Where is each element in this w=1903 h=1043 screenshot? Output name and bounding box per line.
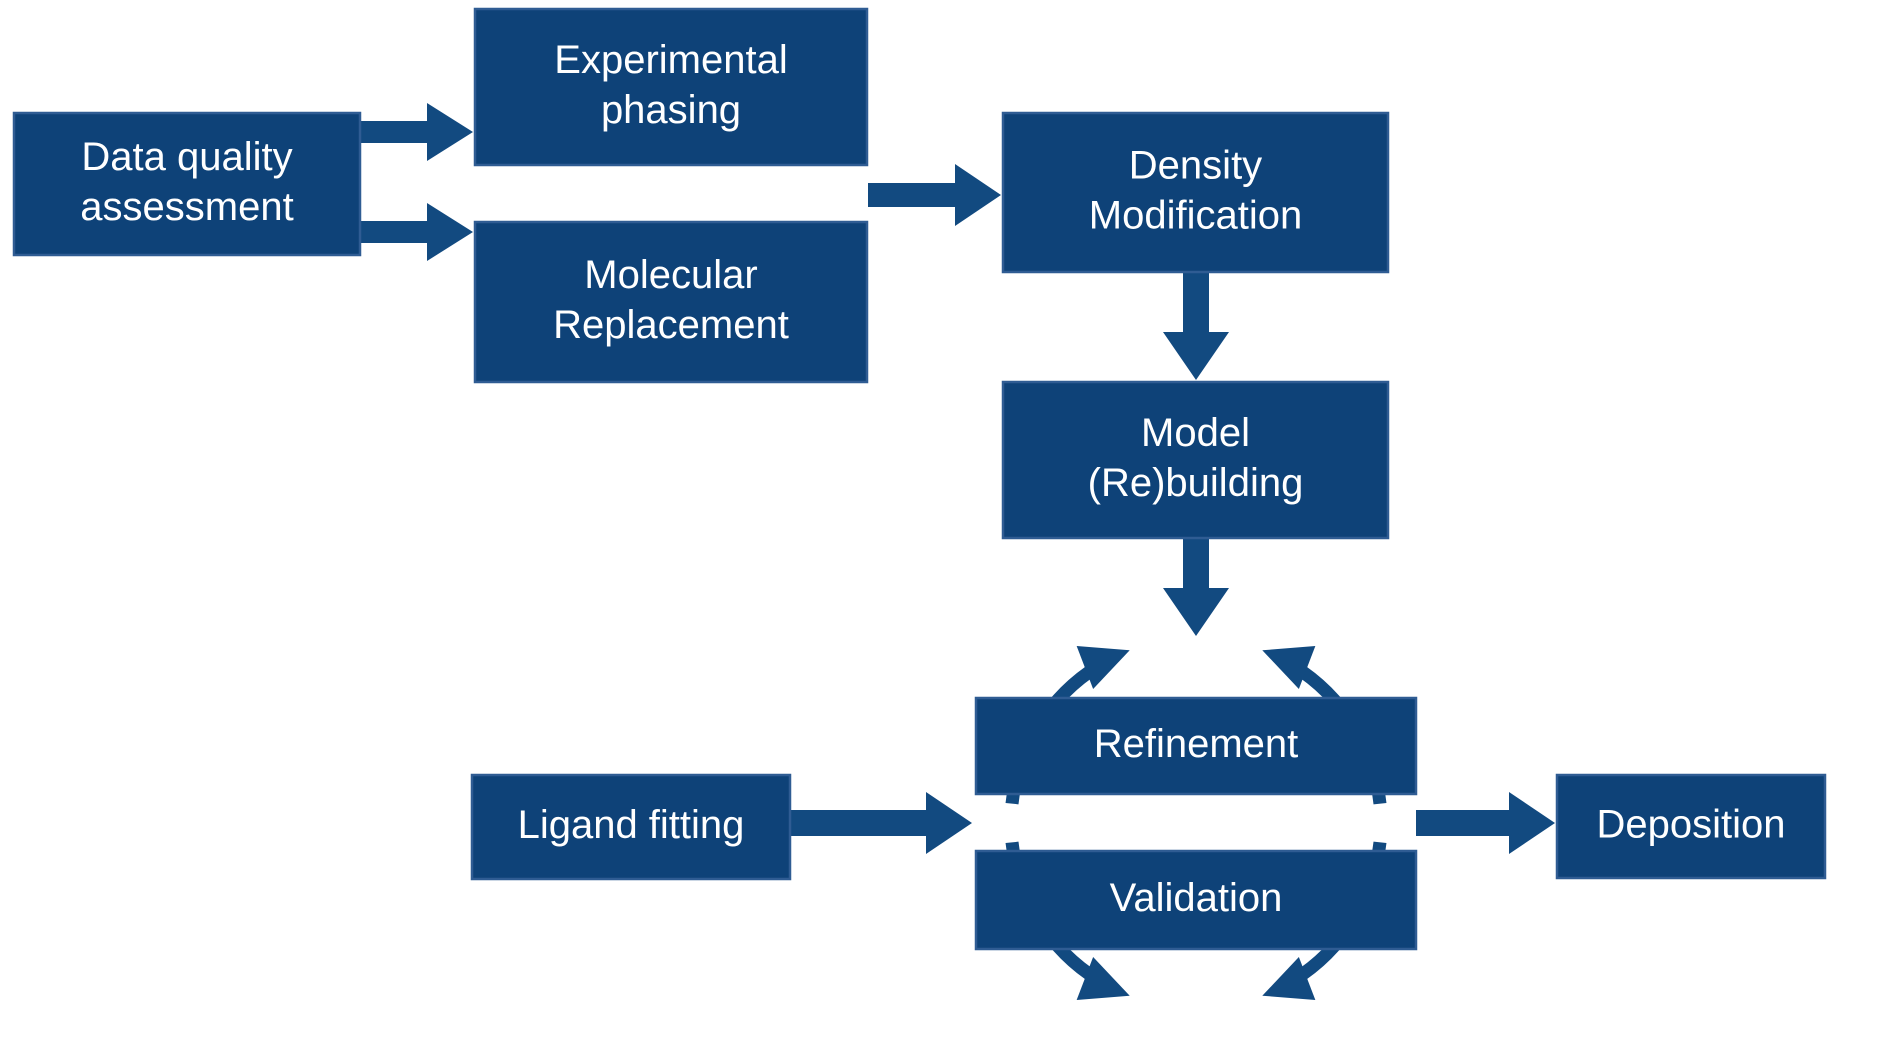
arrow-density-modification-to-model-rebuilding [1163,272,1229,380]
node-deposition-label: Deposition [1596,802,1785,846]
node-validation-box[interactable] [974,849,1418,951]
arrow-dqa-to-experimental-phasing-shape [303,103,473,161]
arrow-dqa-to-experimental-phasing [303,103,473,161]
node-validation-label: Validation [1110,876,1283,920]
node-model-rebuilding[interactable]: Model(Re)building [1001,380,1390,540]
node-refinement-box[interactable] [974,696,1418,796]
node-refinement-label: Refinement [1094,722,1299,766]
node-deposition[interactable]: Deposition [1555,773,1827,880]
arrow-phasing-to-density-modification [868,164,1001,226]
node-ligand-fitting[interactable]: Ligand fitting [470,773,792,881]
node-model-rebuilding-box[interactable] [1001,380,1390,540]
arrow-model-rebuilding-to-cycle [1163,538,1229,636]
arrows-group [303,103,1555,854]
arrow-model-rebuilding-to-cycle-shape [1163,538,1229,636]
cycle-arc-bottom-left-head [1076,957,1130,1000]
node-density-modification-box[interactable] [1001,111,1390,274]
arrow-cycle-to-deposition-shape [1416,792,1555,854]
arrow-dqa-to-molecular-replacement-shape [303,203,473,261]
node-validation[interactable]: Validation [974,849,1418,951]
cycle-arc-top-left-head [1076,646,1130,689]
node-deposition-box[interactable] [1555,773,1827,880]
node-data-quality-assessment-box[interactable] [12,111,362,257]
node-molecular-replacement-box[interactable] [473,220,869,384]
node-model-rebuilding-label: Model(Re)building [1088,411,1304,505]
node-refinement[interactable]: Refinement [974,696,1418,796]
arrow-ligand-fitting-to-cycle-shape [790,792,972,854]
cycle-arc-top-right-head [1262,646,1316,689]
cycle-arc-bottom-right-head [1262,957,1316,1000]
arrow-ligand-fitting-to-cycle [790,792,972,854]
node-ligand-fitting-label: Ligand fitting [518,803,745,847]
node-ligand-fitting-box[interactable] [470,773,792,881]
node-experimental-phasing-box[interactable] [473,7,869,167]
arrow-density-modification-to-model-rebuilding-shape [1163,272,1229,380]
arrow-phasing-to-density-modification-shape [868,164,1001,226]
arrow-dqa-to-molecular-replacement [303,203,473,261]
arrow-cycle-to-deposition [1416,792,1555,854]
